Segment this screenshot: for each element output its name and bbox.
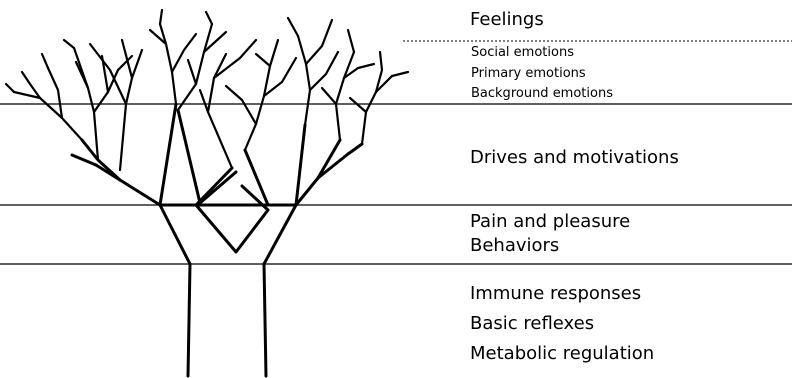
label-basic-reflexes: Basic reflexes bbox=[470, 315, 594, 333]
tree-trunk bbox=[160, 205, 296, 376]
label-metabolic-regulation: Metabolic regulation bbox=[470, 345, 654, 363]
label-pain-pleasure: Pain and pleasure bbox=[470, 213, 630, 231]
label-immune-responses: Immune responses bbox=[470, 285, 641, 303]
label-drives-motivations: Drives and motivations bbox=[470, 149, 679, 167]
tree-main-branches bbox=[72, 104, 362, 252]
label-behaviors: Behaviors bbox=[470, 237, 559, 255]
label-background-emotions: Background emotions bbox=[471, 87, 613, 100]
tree-canopy bbox=[6, 10, 408, 170]
label-social-emotions: Social emotions bbox=[471, 46, 574, 59]
label-feelings: Feelings bbox=[470, 11, 544, 29]
label-primary-emotions: Primary emotions bbox=[471, 67, 586, 80]
